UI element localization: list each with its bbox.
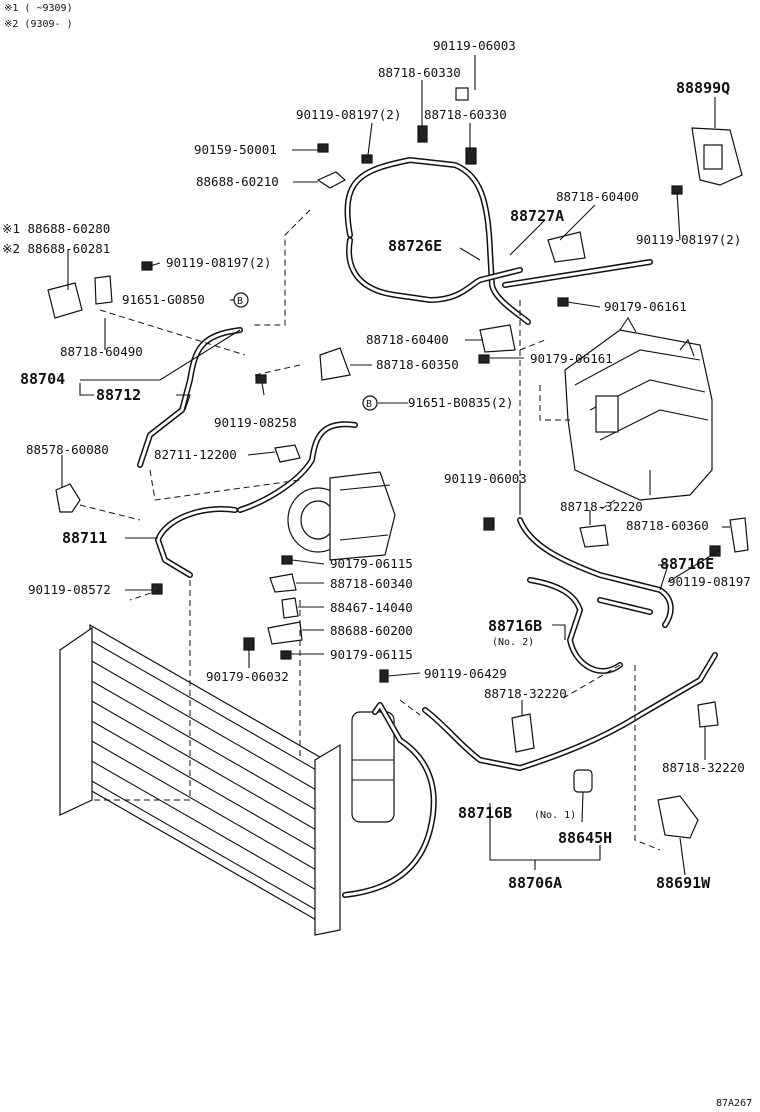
label-88718-60340: 88718-60340 bbox=[330, 576, 413, 591]
label-90119-08197-2-c: 90119-08197(2) bbox=[166, 255, 271, 270]
badge-b1: B bbox=[237, 296, 243, 307]
label-88704: 88704 bbox=[20, 370, 65, 388]
leader-lines bbox=[61, 55, 730, 876]
label-90179-06161-a: 90179-06161 bbox=[604, 299, 687, 314]
label-90119-06003-top: 90119-06003 bbox=[433, 38, 516, 53]
label-88467-14040: 88467-14040 bbox=[330, 600, 413, 615]
label-88716b-no1: 88716B bbox=[458, 804, 512, 822]
label-90159-50001: 90159-50001 bbox=[194, 142, 277, 157]
label-88688-60210: 88688-60210 bbox=[196, 174, 279, 189]
label-90179-06161-b: 90179-06161 bbox=[530, 351, 613, 366]
label-90119-08572: 90119-08572 bbox=[28, 582, 111, 597]
figure-code: 87A267 bbox=[716, 1098, 752, 1109]
receiver-dryer bbox=[351, 711, 395, 823]
label-90119-06429: 90119-06429 bbox=[424, 666, 507, 681]
condenser bbox=[59, 623, 341, 936]
note-1: ※1 ( ~9309) bbox=[4, 3, 73, 14]
label-88688-60281: ※2 88688-60281 bbox=[2, 241, 110, 256]
label-91651-b0835: 91651-B0835(2) bbox=[408, 395, 513, 410]
label-88718-60400-b: 88718-60400 bbox=[366, 332, 449, 347]
label-90119-08197-2-b: 90119-08197(2) bbox=[636, 232, 741, 247]
label-88899q: 88899Q bbox=[676, 79, 730, 97]
label-82711-12200: 82711-12200 bbox=[154, 447, 237, 462]
label-88718-32220-b: 88718-32220 bbox=[484, 686, 567, 701]
label-88711: 88711 bbox=[62, 529, 107, 547]
label-88726e: 88726E bbox=[388, 237, 442, 255]
label-90179-06115-a: 90179-06115 bbox=[330, 556, 413, 571]
bracket-88899q bbox=[691, 127, 743, 186]
label-88718-32220-c: 88718-32220 bbox=[662, 760, 745, 775]
label-90119-08197-2-a: 90119-08197(2) bbox=[296, 107, 401, 122]
label-90119-06003-mid: 90119-06003 bbox=[444, 471, 527, 486]
label-no-1: (No. 1) bbox=[534, 810, 576, 821]
evaporator-unit bbox=[564, 316, 713, 501]
label-88712: 88712 bbox=[96, 386, 141, 404]
label-88691w: 88691W bbox=[656, 874, 711, 892]
label-88718-60330-b: 88718-60330 bbox=[424, 107, 507, 122]
label-88718-32220-a: 88718-32220 bbox=[560, 499, 643, 514]
label-88645h: 88645H bbox=[558, 829, 612, 847]
label-no-2: (No. 2) bbox=[492, 637, 534, 648]
note-2: ※2 (9309- ) bbox=[4, 19, 73, 30]
part-labels: 90119-06003 88718-60330 90119-08197(2) 8… bbox=[2, 38, 752, 1109]
label-88718-60350: 88718-60350 bbox=[376, 357, 459, 372]
compressor bbox=[287, 471, 396, 561]
label-90119-08258: 90119-08258 bbox=[214, 415, 297, 430]
label-88718-60490: 88718-60490 bbox=[60, 344, 143, 359]
label-88727a: 88727A bbox=[510, 207, 564, 225]
label-90179-06032: 90179-06032 bbox=[206, 669, 289, 684]
label-88718-60400-a: 88718-60400 bbox=[556, 189, 639, 204]
label-88706a: 88706A bbox=[508, 874, 562, 892]
label-90179-06115-b: 90179-06115 bbox=[330, 647, 413, 662]
small-parts: B B bbox=[47, 87, 749, 839]
label-88718-60360: 88718-60360 bbox=[626, 518, 709, 533]
label-88718-60330-a: 88718-60330 bbox=[378, 65, 461, 80]
label-90119-08197-d: 90119-08197 bbox=[668, 574, 751, 589]
badge-b2: B bbox=[366, 399, 372, 410]
label-88688-60200: 88688-60200 bbox=[330, 623, 413, 638]
label-88578-60080: 88578-60080 bbox=[26, 442, 109, 457]
label-91651-g0850: 91651-G0850 bbox=[122, 292, 205, 307]
reference-lines bbox=[79, 209, 661, 851]
label-88716b-no2: 88716B bbox=[488, 617, 542, 635]
label-88716e: 88716E bbox=[660, 555, 714, 573]
label-88688-60280: ※1 88688-60280 bbox=[2, 221, 110, 236]
